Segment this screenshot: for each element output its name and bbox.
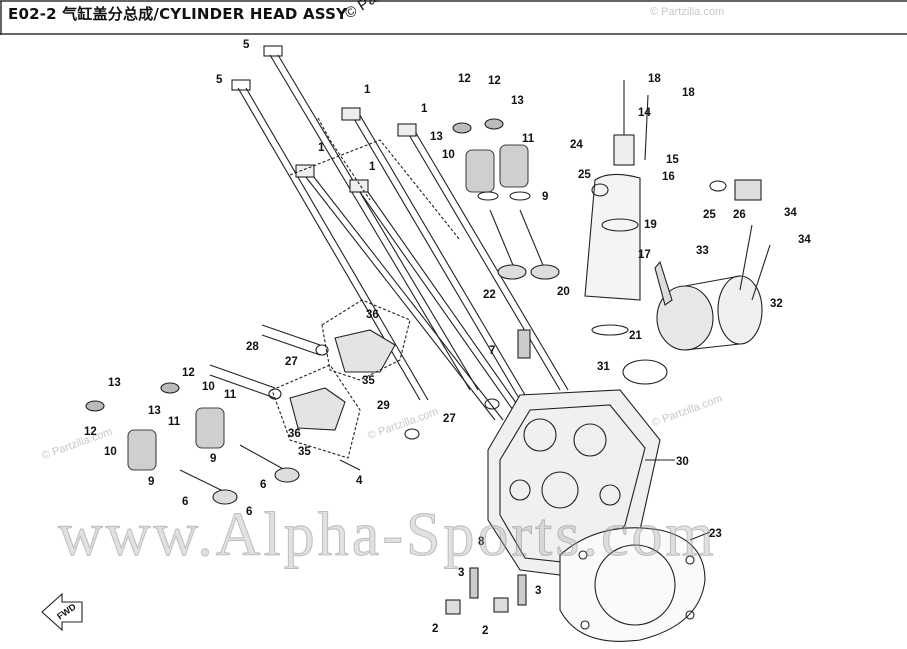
callout-5: 5	[216, 74, 223, 86]
callout-25: 25	[578, 169, 591, 181]
title-frame	[0, 0, 907, 35]
callout-19: 19	[644, 219, 657, 231]
callout-29: 29	[377, 400, 390, 412]
callout-34: 34	[798, 234, 811, 246]
callout-28: 28	[246, 341, 259, 353]
alpha-sports-watermark: www.Alpha-Sports.com	[58, 501, 717, 570]
callout-13: 13	[108, 377, 121, 389]
callout-9: 9	[148, 476, 154, 488]
callout-2: 2	[482, 625, 488, 637]
partzilla-watermark: © Partzilla.com	[650, 6, 725, 18]
callout-36: 36	[366, 309, 379, 321]
callout-26: 26	[733, 209, 746, 221]
callout-11: 11	[168, 416, 181, 428]
callout-35: 35	[298, 446, 311, 458]
callout-10: 10	[202, 381, 215, 393]
callout-17: 17	[638, 249, 651, 261]
callout-20: 20	[557, 286, 570, 298]
callout-12: 12	[488, 75, 501, 87]
callout-4: 4	[356, 475, 363, 487]
callout-24: 24	[570, 139, 583, 151]
callout-32: 32	[770, 298, 783, 310]
callout-27: 27	[443, 413, 456, 425]
callout-10: 10	[104, 446, 117, 458]
callout-21: 21	[629, 330, 642, 342]
callout-6: 6	[246, 506, 252, 518]
callout-27: 27	[285, 356, 298, 368]
callout-3: 3	[535, 585, 541, 597]
callout-11: 11	[224, 389, 237, 401]
callout-9: 9	[542, 191, 548, 203]
callout-36: 36	[288, 428, 301, 440]
callout-33: 33	[696, 245, 709, 257]
callout-25: 25	[703, 209, 716, 221]
callout-3: 3	[458, 567, 464, 579]
callout-16: 16	[662, 171, 675, 183]
callout-8: 8	[478, 536, 485, 548]
callout-1: 1	[364, 84, 371, 96]
callout-18: 18	[648, 73, 661, 85]
callout-13: 13	[430, 131, 443, 143]
callout-18: 18	[682, 87, 695, 99]
callout-12: 12	[182, 367, 195, 379]
callout-5: 5	[243, 39, 250, 51]
diagram-title: E02-2 气缸盖分总成/CYLINDER HEAD ASSY	[8, 5, 348, 23]
callout-2: 2	[432, 623, 438, 635]
callout-13: 13	[148, 405, 161, 417]
callout-22: 22	[483, 289, 496, 301]
callout-1: 1	[369, 161, 376, 173]
callout-1: 1	[421, 103, 428, 115]
callout-30: 30	[676, 456, 689, 468]
callout-12: 12	[458, 73, 471, 85]
callout-6: 6	[260, 479, 266, 491]
callout-31: 31	[597, 361, 610, 373]
callout-7: 7	[489, 345, 495, 357]
callout-12: 12	[84, 426, 97, 438]
callout-23: 23	[709, 528, 722, 540]
callout-34: 34	[784, 207, 797, 219]
callout-1: 1	[318, 142, 325, 154]
callout-9: 9	[210, 453, 216, 465]
callout-13: 13	[511, 95, 524, 107]
callout-14: 14	[638, 107, 651, 119]
callout-11: 11	[522, 133, 535, 145]
callout-15: 15	[666, 154, 679, 166]
callout-35: 35	[362, 375, 375, 387]
callout-6: 6	[182, 496, 188, 508]
callout-10: 10	[442, 149, 455, 161]
